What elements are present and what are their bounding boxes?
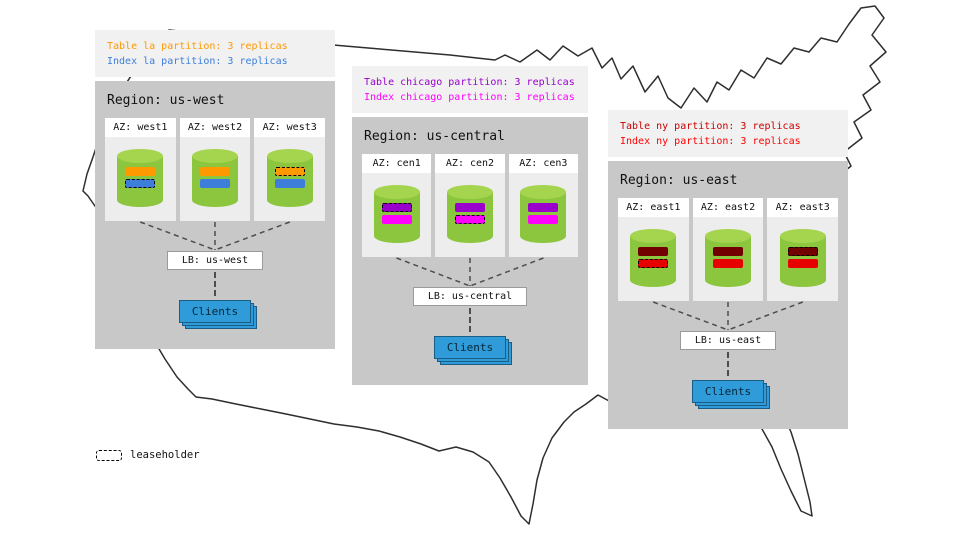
index-partition-replica-bar <box>454 215 485 224</box>
database-cylinder-icon <box>520 185 567 243</box>
index-partition-annotation: Index la partition: 3 replicas <box>107 56 288 67</box>
region-us-west: Table la partition: 3 replicas Index la … <box>95 30 335 349</box>
table-partition-replica-bar <box>638 247 669 256</box>
database-cylinder-icon <box>705 229 751 287</box>
index-partition-annotation: Index ny partition: 3 replicas <box>620 136 801 147</box>
partition-annotation-us-west: Table la partition: 3 replicas Index la … <box>95 30 335 77</box>
database-cylinder-icon <box>779 229 826 287</box>
database-cylinder-icon <box>446 185 493 243</box>
region-box: Region: us-central AZ: cen1 AZ: cen2 <box>352 117 588 385</box>
clients-stack: Clients <box>691 380 771 409</box>
az-west2: AZ: west2 <box>179 118 251 221</box>
cylinder-top <box>266 149 313 163</box>
az-east3: AZ: east3 <box>767 198 839 301</box>
database-cylinder-icon <box>117 149 164 207</box>
cylinder-top <box>117 149 164 163</box>
clients-box: Clients <box>178 300 252 323</box>
database-cylinder-icon <box>266 149 313 207</box>
az-label: AZ: cen3 <box>508 154 578 173</box>
cylinder-top <box>373 185 420 199</box>
az-west3: AZ: west3 <box>254 118 326 221</box>
index-partition-replica-bar <box>200 179 230 188</box>
index-partition-replica-bar <box>787 259 818 268</box>
az-east1: AZ: east1 <box>618 198 689 301</box>
region-us-east: Table ny partition: 3 replicas Index ny … <box>608 110 848 429</box>
index-partition-replica-bar <box>638 259 669 268</box>
table-partition-annotation: Table la partition: 3 replicas <box>107 41 288 52</box>
az-row: AZ: east1 AZ: east2 <box>618 198 839 301</box>
cylinder-top <box>779 229 826 243</box>
clients-stack: Clients <box>433 336 513 365</box>
region-title: Region: us-central <box>364 129 505 144</box>
load-balancer: LB: us-east <box>679 331 777 350</box>
az-label: AZ: west2 <box>179 118 251 137</box>
region-us-central: Table chicago partition: 3 replicas Inde… <box>352 66 588 385</box>
leaseholder-legend-label: leaseholder <box>130 449 200 461</box>
az-label: AZ: cen2 <box>435 154 505 173</box>
load-balancer: LB: us-west <box>166 251 264 270</box>
index-partition-replica-bar <box>713 259 743 268</box>
table-partition-annotation: Table chicago partition: 3 replicas <box>364 77 575 88</box>
az-cen3: AZ: cen3 <box>508 154 578 257</box>
lb-to-clients-connector <box>727 352 729 376</box>
az-west1: AZ: west1 <box>105 118 176 221</box>
region-title: Region: us-east <box>620 173 738 188</box>
table-partition-replica-bar <box>713 247 743 256</box>
index-partition-replica-bar <box>274 179 305 188</box>
clients-box: Clients <box>691 380 765 403</box>
table-partition-replica-bar <box>125 167 156 176</box>
cylinder-top <box>446 185 493 199</box>
db-to-lb-connectors <box>139 221 291 251</box>
table-partition-replica-bar <box>381 203 412 212</box>
az-cen2: AZ: cen2 <box>435 154 505 257</box>
region-box: Region: us-east AZ: east1 AZ: east2 <box>608 161 848 429</box>
clients-stack: Clients <box>178 300 258 329</box>
az-label: AZ: east2 <box>692 198 764 217</box>
table-partition-replica-bar <box>200 167 230 176</box>
index-partition-replica-bar <box>528 215 559 224</box>
az-label: AZ: east1 <box>618 198 689 217</box>
az-label: AZ: west1 <box>105 118 176 137</box>
az-row: AZ: cen1 AZ: cen2 <box>362 154 578 257</box>
az-east2: AZ: east2 <box>692 198 764 301</box>
table-partition-annotation: Table ny partition: 3 replicas <box>620 121 801 132</box>
az-label: AZ: west3 <box>254 118 326 137</box>
database-cylinder-icon <box>630 229 677 287</box>
cylinder-top <box>630 229 677 243</box>
index-partition-replica-bar <box>381 215 412 224</box>
az-label: AZ: east3 <box>767 198 839 217</box>
region-box: Region: us-west AZ: west1 AZ: west2 <box>95 81 335 349</box>
database-cylinder-icon <box>373 185 420 243</box>
index-partition-replica-bar <box>125 179 156 188</box>
region-title: Region: us-west <box>107 93 225 108</box>
az-cen1: AZ: cen1 <box>362 154 432 257</box>
index-partition-annotation: Index chicago partition: 3 replicas <box>364 92 575 103</box>
table-partition-replica-bar <box>528 203 559 212</box>
lb-to-clients-connector <box>469 308 471 332</box>
leaseholder-legend: leaseholder <box>96 449 200 461</box>
az-row: AZ: west1 AZ: west2 <box>105 118 326 221</box>
az-label: AZ: cen1 <box>362 154 432 173</box>
cylinder-top <box>520 185 567 199</box>
clients-box: Clients <box>433 336 507 359</box>
partition-annotation-us-central: Table chicago partition: 3 replicas Inde… <box>352 66 588 113</box>
table-partition-replica-bar <box>787 247 818 256</box>
load-balancer: LB: us-central <box>412 287 528 306</box>
cylinder-top <box>705 229 751 243</box>
table-partition-replica-bar <box>274 167 305 176</box>
partition-annotation-us-east: Table ny partition: 3 replicas Index ny … <box>608 110 848 157</box>
cylinder-top <box>192 149 238 163</box>
leaseholder-swatch-icon <box>96 449 122 461</box>
table-partition-replica-bar <box>454 203 485 212</box>
db-to-lb-connectors <box>652 301 804 331</box>
lb-to-clients-connector <box>214 272 216 296</box>
database-cylinder-icon <box>192 149 238 207</box>
db-to-lb-connectors <box>396 257 544 287</box>
